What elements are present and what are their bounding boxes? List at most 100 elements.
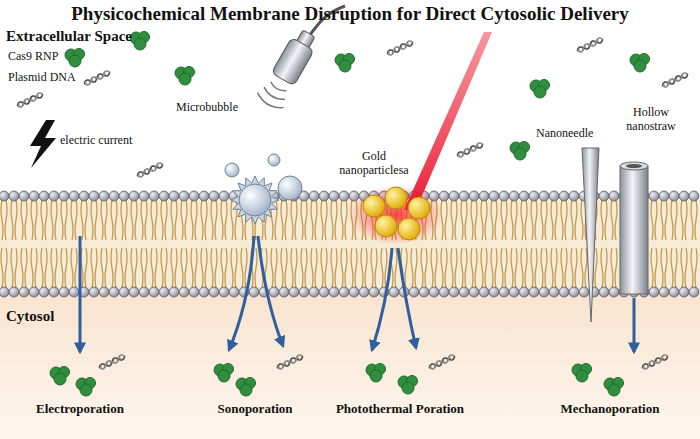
lipid-tail xyxy=(25,200,27,240)
lipid-tail xyxy=(91,200,93,240)
lipid-head xyxy=(69,191,79,201)
lipid-tail xyxy=(535,248,537,288)
lipid-head xyxy=(649,191,659,201)
dna-strand xyxy=(641,354,668,370)
lipid-head xyxy=(599,287,609,297)
lipid-head xyxy=(99,287,109,297)
nanostraw xyxy=(620,166,648,294)
lipid-tail xyxy=(461,248,463,288)
entry-arrow xyxy=(398,248,416,348)
dna-rung xyxy=(433,363,435,368)
plasmid-dna xyxy=(456,142,483,158)
dna-strand xyxy=(276,354,303,370)
lipid-tail xyxy=(655,248,657,288)
dna-strand xyxy=(98,354,125,370)
lipid-tail xyxy=(181,248,183,288)
lipid-tail xyxy=(211,248,213,288)
lipid-tail xyxy=(531,200,533,240)
cytosol-ground xyxy=(0,292,700,439)
lipid-head xyxy=(0,287,9,297)
lipid-tail xyxy=(301,200,303,240)
lipid-tail xyxy=(201,200,203,240)
dna-rung xyxy=(662,356,664,361)
lipid-head xyxy=(179,287,189,297)
lipid-tail xyxy=(471,248,473,288)
lipid-head xyxy=(499,191,509,201)
lipid-tail xyxy=(681,248,683,288)
lipid-tail xyxy=(195,200,197,240)
lipid-tail xyxy=(155,200,157,240)
dna-strand xyxy=(576,37,603,53)
lipid-tail xyxy=(41,248,43,288)
lipid-tail xyxy=(211,200,213,240)
lipid-tail xyxy=(311,200,313,240)
lipid-tail xyxy=(491,200,493,240)
lipid-head xyxy=(449,287,459,297)
lipid-tail xyxy=(461,200,463,240)
lipid-tail xyxy=(75,200,77,240)
lipid-tail xyxy=(501,248,503,288)
lipid-head xyxy=(439,287,449,297)
dna-rung xyxy=(151,167,153,172)
lipid-head xyxy=(29,191,39,201)
lipid-head xyxy=(659,191,669,201)
lipid-head xyxy=(429,287,439,297)
dna-rung xyxy=(98,75,100,80)
dna-rung xyxy=(281,363,283,368)
lipid-head xyxy=(659,287,669,297)
lipid-tail xyxy=(1,248,3,288)
lipid-tail xyxy=(441,248,443,288)
lipid-tail xyxy=(95,248,97,288)
dna-rung xyxy=(28,98,30,103)
dna-rung xyxy=(663,83,665,88)
lipid-tail xyxy=(335,200,337,240)
microbubble xyxy=(268,154,280,166)
lipid-head xyxy=(329,191,339,201)
lipid-tail xyxy=(5,248,7,288)
gold-nanoparticle xyxy=(363,195,385,217)
lipid-head xyxy=(679,287,689,297)
dna-rung xyxy=(154,165,156,170)
rnp-lobe xyxy=(576,370,588,382)
lipid-tail xyxy=(541,248,543,288)
dna-rung xyxy=(294,357,296,362)
lipid-head xyxy=(439,191,449,201)
lipid-head xyxy=(369,287,379,297)
lipid-tail xyxy=(231,200,233,240)
lipid-head xyxy=(649,287,659,297)
lipid-tail xyxy=(241,248,243,288)
lipid-head xyxy=(539,287,549,297)
figure-title: Physicochemical Membrane Disruption for … xyxy=(71,3,629,25)
lipid-tail xyxy=(481,248,483,288)
part-label: Hollow nanostraw xyxy=(610,106,692,134)
lipid-tail xyxy=(525,200,527,240)
lipid-head xyxy=(189,287,199,297)
lipid-tail xyxy=(71,200,73,240)
lipid-tail xyxy=(45,248,47,288)
lipid-tail xyxy=(205,200,207,240)
lipid-tail xyxy=(451,248,453,288)
lipid-head xyxy=(179,191,189,201)
lipid-head xyxy=(59,191,69,201)
dna-rung xyxy=(443,359,445,364)
lipid-tail xyxy=(455,248,457,288)
lipid-tail xyxy=(521,200,523,240)
lipid-head xyxy=(39,191,49,201)
lipid-tail xyxy=(445,248,447,288)
plasmid-dna xyxy=(16,92,43,108)
lipid-tail xyxy=(201,248,203,288)
lipid-tail xyxy=(371,248,373,288)
dna-strand xyxy=(83,70,110,86)
lipid-head xyxy=(509,191,519,201)
lipid-tail xyxy=(71,248,73,288)
cas9-rnp xyxy=(214,364,234,383)
rnp-lobe xyxy=(634,60,646,72)
lipid-tail xyxy=(215,248,217,288)
lipid-tail xyxy=(361,248,363,288)
lipid-head xyxy=(59,287,69,297)
lipid-tail xyxy=(615,200,617,240)
dna-rung xyxy=(278,365,280,370)
lipid-tail xyxy=(415,248,417,288)
lipid-tail xyxy=(545,200,547,240)
lipid-tail xyxy=(321,248,323,288)
